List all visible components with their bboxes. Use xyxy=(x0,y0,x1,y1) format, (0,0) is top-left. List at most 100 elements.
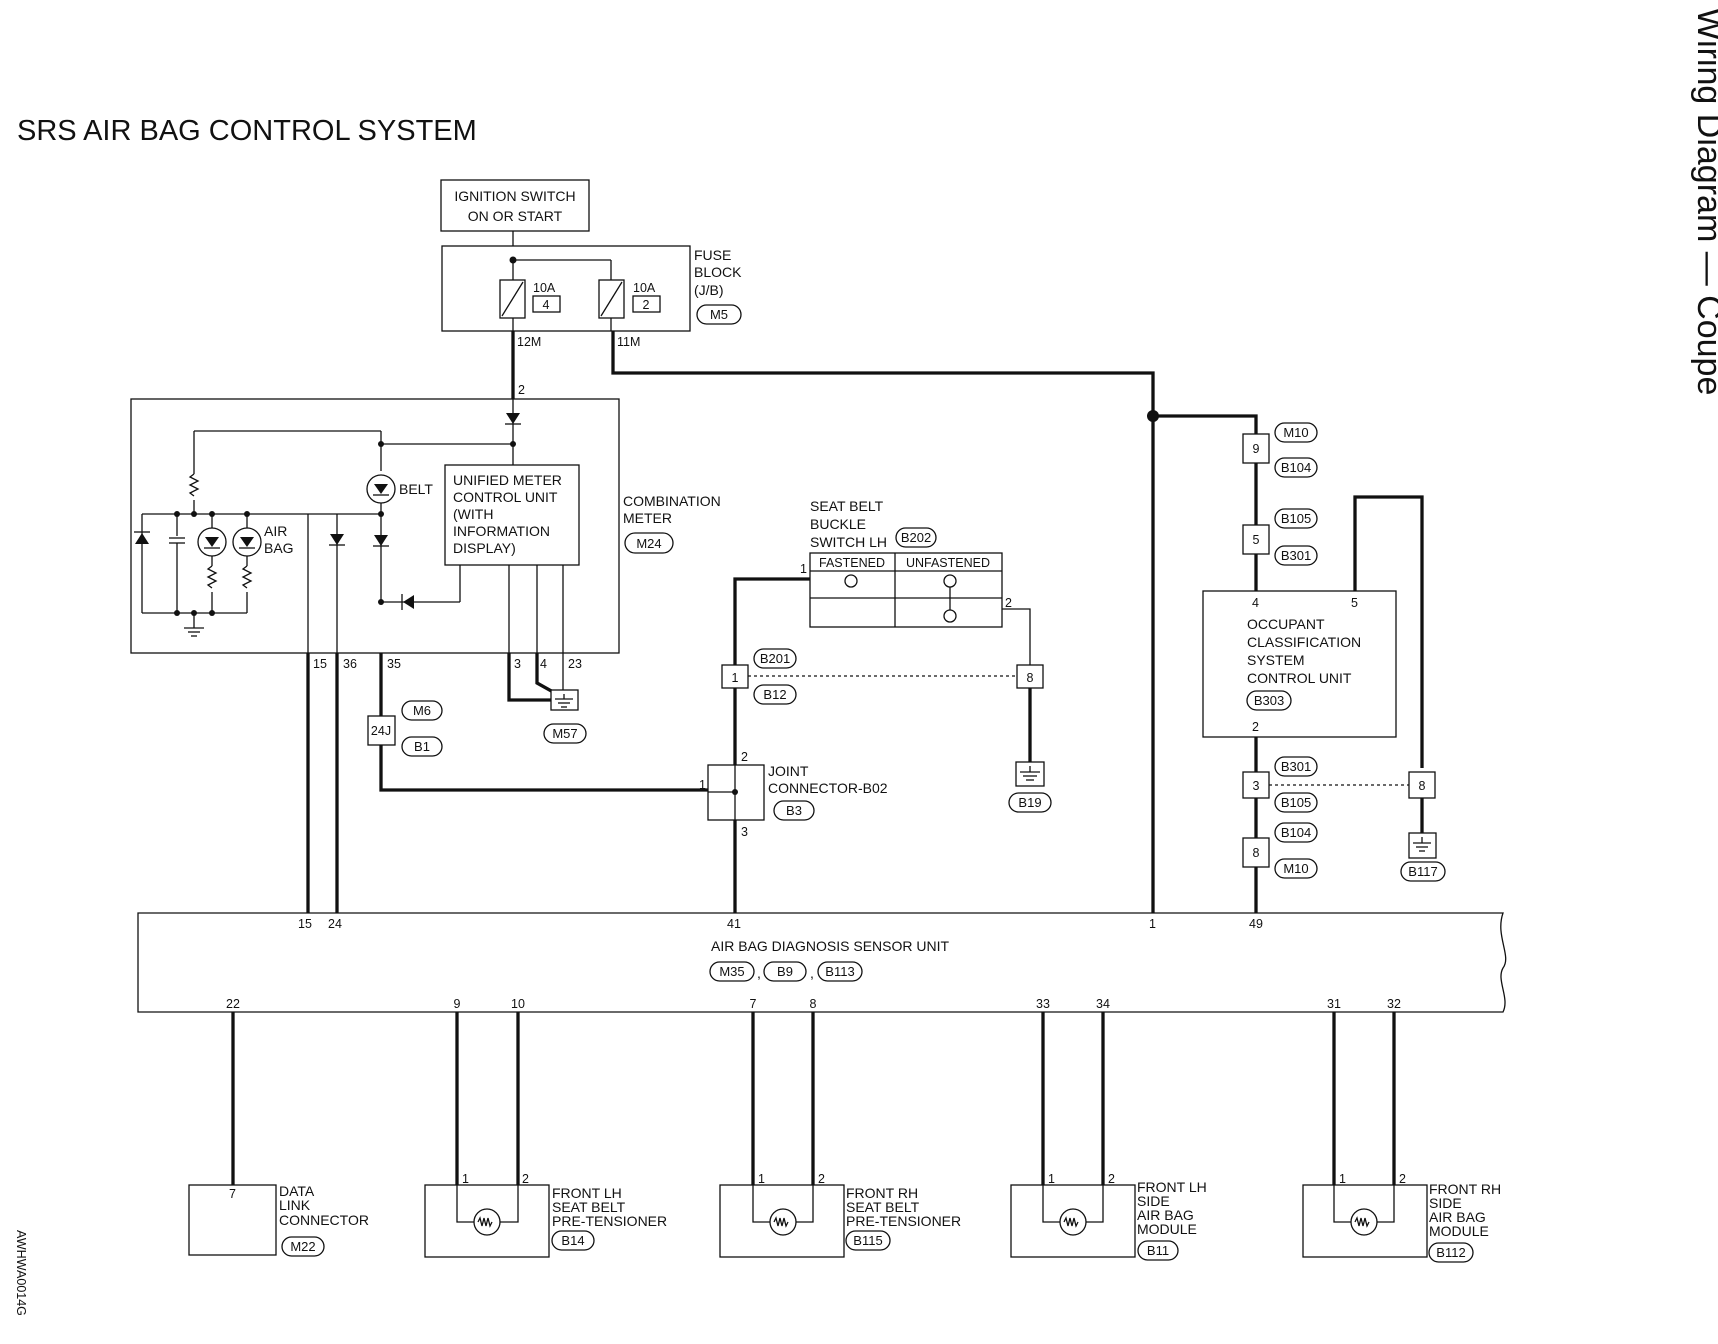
pre-lh-label-3: PRE-TENSIONER xyxy=(552,1213,667,1229)
resistor-icon xyxy=(188,473,200,497)
ocs-label-2: CLASSIFICATION xyxy=(1247,634,1361,650)
resistor-icon xyxy=(206,565,218,589)
fuse-b-rating: 10A xyxy=(633,281,656,295)
ocs-pin-2: 2 xyxy=(1252,720,1259,734)
fuse-block-label-3: (J/B) xyxy=(694,282,724,298)
fuse-b-term: 11M xyxy=(617,335,640,349)
ignition-label-2: ON OR START xyxy=(468,208,563,224)
fuse-a-number: 4 xyxy=(543,298,550,312)
b301-top-label: B301 xyxy=(1281,548,1311,563)
front-lh-side-airbag-module: 1 2 FRONT LH SIDE AIR BAG MODULE B11 xyxy=(1010,1172,1207,1261)
separator-comma: , xyxy=(757,965,761,981)
pre-rh-connector: B115 xyxy=(853,1233,882,1248)
connector-b104-m10-bottom: 8 B104 M10 xyxy=(1242,822,1318,879)
side-lh-label-3: AIR BAG xyxy=(1137,1207,1194,1223)
sensor-unit-b113: B113 xyxy=(825,964,854,979)
diode-icon xyxy=(403,595,414,609)
joint-label-2: CONNECTOR-B02 xyxy=(768,780,888,796)
unified-meter-label-5: DISPLAY) xyxy=(453,540,516,556)
front-rh-pretensioner: 1 2 FRONT RH SEAT BELT PRE-TENSIONER B11… xyxy=(719,1172,961,1258)
fuse-block-label-2: BLOCK xyxy=(694,264,742,280)
m6-label: M6 xyxy=(413,703,431,718)
buckle-pin-1: 1 xyxy=(800,562,807,576)
m10-top-label: M10 xyxy=(1283,425,1308,440)
buckle-unfastened: UNFASTENED xyxy=(906,556,990,570)
cm-pin-15: 15 xyxy=(313,657,327,671)
unified-meter-label-4: INFORMATION xyxy=(453,523,550,539)
su-pin-32: 32 xyxy=(1387,997,1401,1011)
b301-bottom-label: B301 xyxy=(1281,759,1311,774)
wire-35-lower xyxy=(379,745,708,792)
buckle-pin-2: 2 xyxy=(1005,596,1012,610)
b105-pin-5: 5 xyxy=(1253,533,1260,547)
su-pin-7: 7 xyxy=(750,997,757,1011)
unified-meter-label-1: UNIFIED METER xyxy=(453,472,562,488)
buckle-label-3: SWITCH LH xyxy=(810,534,887,550)
m10-pin-9: 9 xyxy=(1253,442,1260,456)
wire-buckle-2 xyxy=(1002,608,1031,665)
buckle-fastened: FASTENED xyxy=(819,556,885,570)
su-pin-22: 22 xyxy=(226,997,240,1011)
dlc-label-1: DATA xyxy=(279,1183,315,1199)
wire-11m xyxy=(611,331,1155,913)
diode-icon xyxy=(506,413,520,424)
b105-bottom-label: B105 xyxy=(1281,795,1311,810)
ocs-pin-5: 5 xyxy=(1351,596,1358,610)
dlc-label-3: CONNECTOR xyxy=(279,1212,369,1228)
side-rh-pin-1: 1 xyxy=(1339,1172,1346,1186)
b1-label: B1 xyxy=(414,739,430,754)
side-lh-pin-2: 2 xyxy=(1108,1172,1115,1186)
cm-pin-3: 3 xyxy=(514,657,521,671)
diagram-title: SRS AIR BAG CONTROL SYSTEM xyxy=(17,115,477,147)
side-rh-connector: B112 xyxy=(1436,1245,1465,1260)
su-pin-1: 1 xyxy=(1149,917,1156,931)
wire-buckle-1 xyxy=(733,577,810,665)
b105-top-label: B105 xyxy=(1281,511,1311,526)
diode-icon xyxy=(374,535,388,546)
su-pin-41: 41 xyxy=(727,917,741,931)
m10-bottom-label: M10 xyxy=(1283,861,1308,876)
connector-b301-b105-bottom: 3 B301 B105 8 xyxy=(1242,756,1436,813)
side-rh-label-3: AIR BAG xyxy=(1429,1209,1486,1225)
su-pin-31: 31 xyxy=(1327,997,1341,1011)
pre-rh-pin-2: 2 xyxy=(818,1172,825,1186)
combination-meter: 2 COMBINATION METER M24 BELT xyxy=(130,383,721,671)
side-rh-label-1: FRONT RH xyxy=(1429,1181,1501,1197)
side-lh-connector: B11 xyxy=(1147,1243,1169,1258)
figure-code: AWHWA0014G xyxy=(14,1230,28,1316)
side-lh-label-2: SIDE xyxy=(1137,1193,1170,1209)
ocs-pin-4: 4 xyxy=(1252,596,1259,610)
fuse-block-connector: M5 xyxy=(710,307,728,322)
resistor-icon xyxy=(241,565,253,589)
wire-meter-gnd-3 xyxy=(507,653,564,702)
combination-meter-label-1: COMBINATION xyxy=(623,493,721,509)
ocs-label-4: CONTROL UNIT xyxy=(1247,670,1352,686)
ignition-label-1: IGNITION SWITCH xyxy=(454,188,575,204)
pre-rh-label-2: SEAT BELT xyxy=(846,1199,920,1215)
side-title: Wiring Diagram — Coupe xyxy=(1690,8,1718,395)
joint-label-1: JOINT xyxy=(768,763,809,779)
pre-rh-label-3: PRE-TENSIONER xyxy=(846,1213,961,1229)
pre-lh-pin-1: 1 xyxy=(462,1172,469,1186)
connector-m6-b1: 24J M6 B1 xyxy=(367,700,443,757)
ocs-label-3: SYSTEM xyxy=(1247,652,1305,668)
ground-m57: M57 xyxy=(543,689,587,744)
buckle-label-1: SEAT BELT xyxy=(810,498,884,514)
joint-connector-id: B3 xyxy=(786,803,802,818)
combination-meter-connector: M24 xyxy=(636,536,661,551)
pre-rh-label-1: FRONT RH xyxy=(846,1185,918,1201)
airbag-lamp-label-1: AIR xyxy=(264,523,287,539)
wire-to-m10 xyxy=(1153,414,1258,434)
joint-pin-3: 3 xyxy=(741,825,748,839)
pre-rh-pin-1: 1 xyxy=(758,1172,765,1186)
connector-b105-b301-top: 5 B105 B301 xyxy=(1242,508,1318,566)
sensor-unit-m35: M35 xyxy=(719,964,744,979)
b104-pin-8: 8 xyxy=(1253,846,1260,860)
buckle-connector: B202 xyxy=(901,530,931,545)
b301-pin-3: 3 xyxy=(1253,779,1260,793)
su-pin-24: 24 xyxy=(328,917,342,931)
dlc-label-2: LINK xyxy=(279,1197,311,1213)
m6-pin: 24J xyxy=(371,724,391,738)
su-pin-10: 10 xyxy=(511,997,525,1011)
fuse-block: 10A 4 10A 2 FUSE BLOCK (J/B) M5 12M 11M xyxy=(441,231,742,349)
